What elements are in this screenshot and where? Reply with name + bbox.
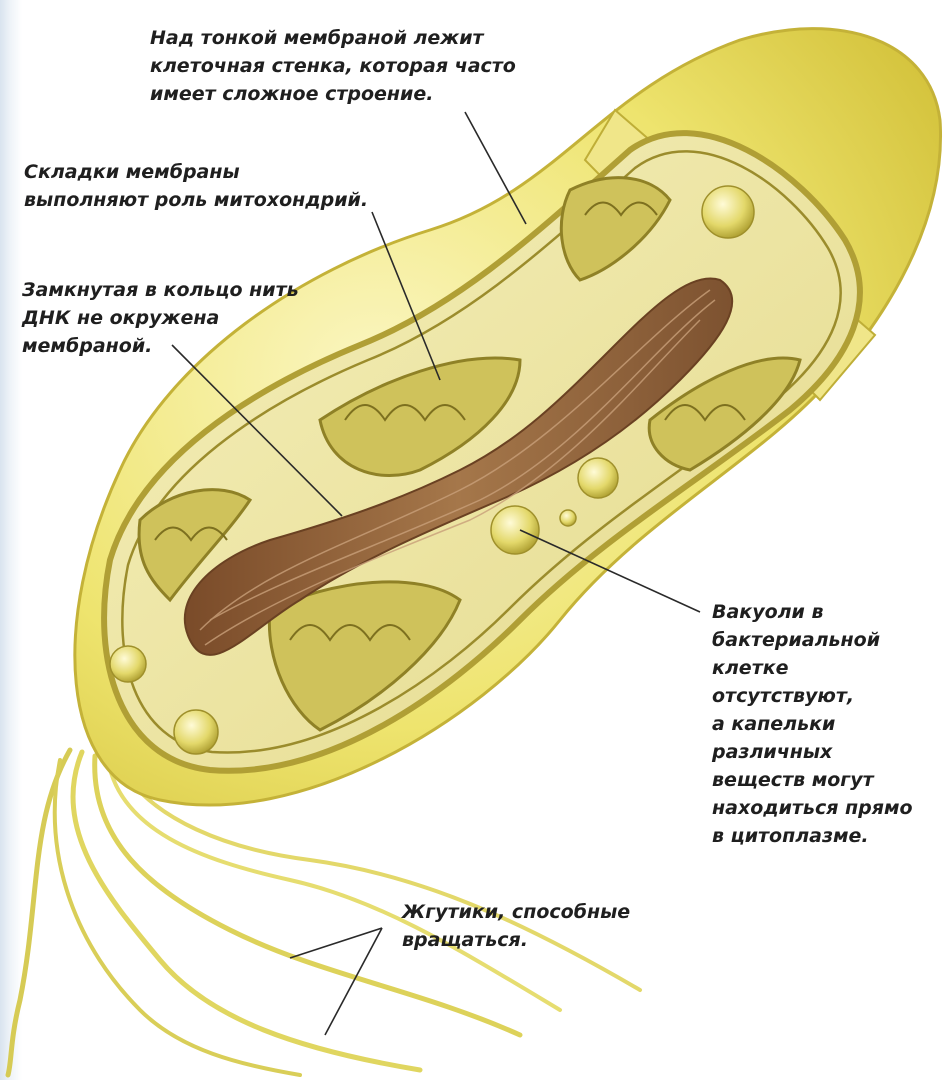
label-line: Замкнутая в кольцо нить [22,276,299,304]
granule-6 [560,510,576,526]
label-line: Жгутики, способные [402,898,630,926]
label-line: мембраной. [22,332,299,360]
granule-2 [578,458,618,498]
label-line: клетке [712,654,913,682]
label-line: Вакуоли в [712,598,913,626]
label-line: в цитоплазме. [712,822,913,850]
label-flagella: Жгутики, способные вращаться. [402,898,630,954]
label-line: отсутствуют, [712,682,913,710]
label-line: Складки мембраны [24,158,368,186]
label-line: Над тонкой мембраной лежит [150,24,516,52]
label-line: бактериальной [712,626,913,654]
flagellum-1 [8,750,70,1075]
label-line: находиться прямо [712,794,913,822]
granule-1 [491,506,539,554]
label-line: имеет сложное строение. [150,80,516,108]
granule-3 [702,186,754,238]
label-vacuoles: Вакуоли в бактериальной клетке отсутству… [712,598,913,850]
granule-5 [174,710,218,754]
label-membrane-folds: Складки мембраны выполняют роль митохонд… [24,158,368,214]
label-line: а капельки [712,710,913,738]
label-line: веществ могут [712,766,913,794]
label-line: вращаться. [402,926,630,954]
label-line: различных [712,738,913,766]
label-line: клеточная стенка, которая часто [150,52,516,80]
label-line: выполняют роль митохондрий. [24,186,368,214]
label-dna: Замкнутая в кольцо нить ДНК не окружена … [22,276,299,360]
granule-4 [110,646,146,682]
label-line: ДНК не окружена [22,304,299,332]
label-cell-wall: Над тонкой мембраной лежит клеточная сте… [150,24,516,108]
